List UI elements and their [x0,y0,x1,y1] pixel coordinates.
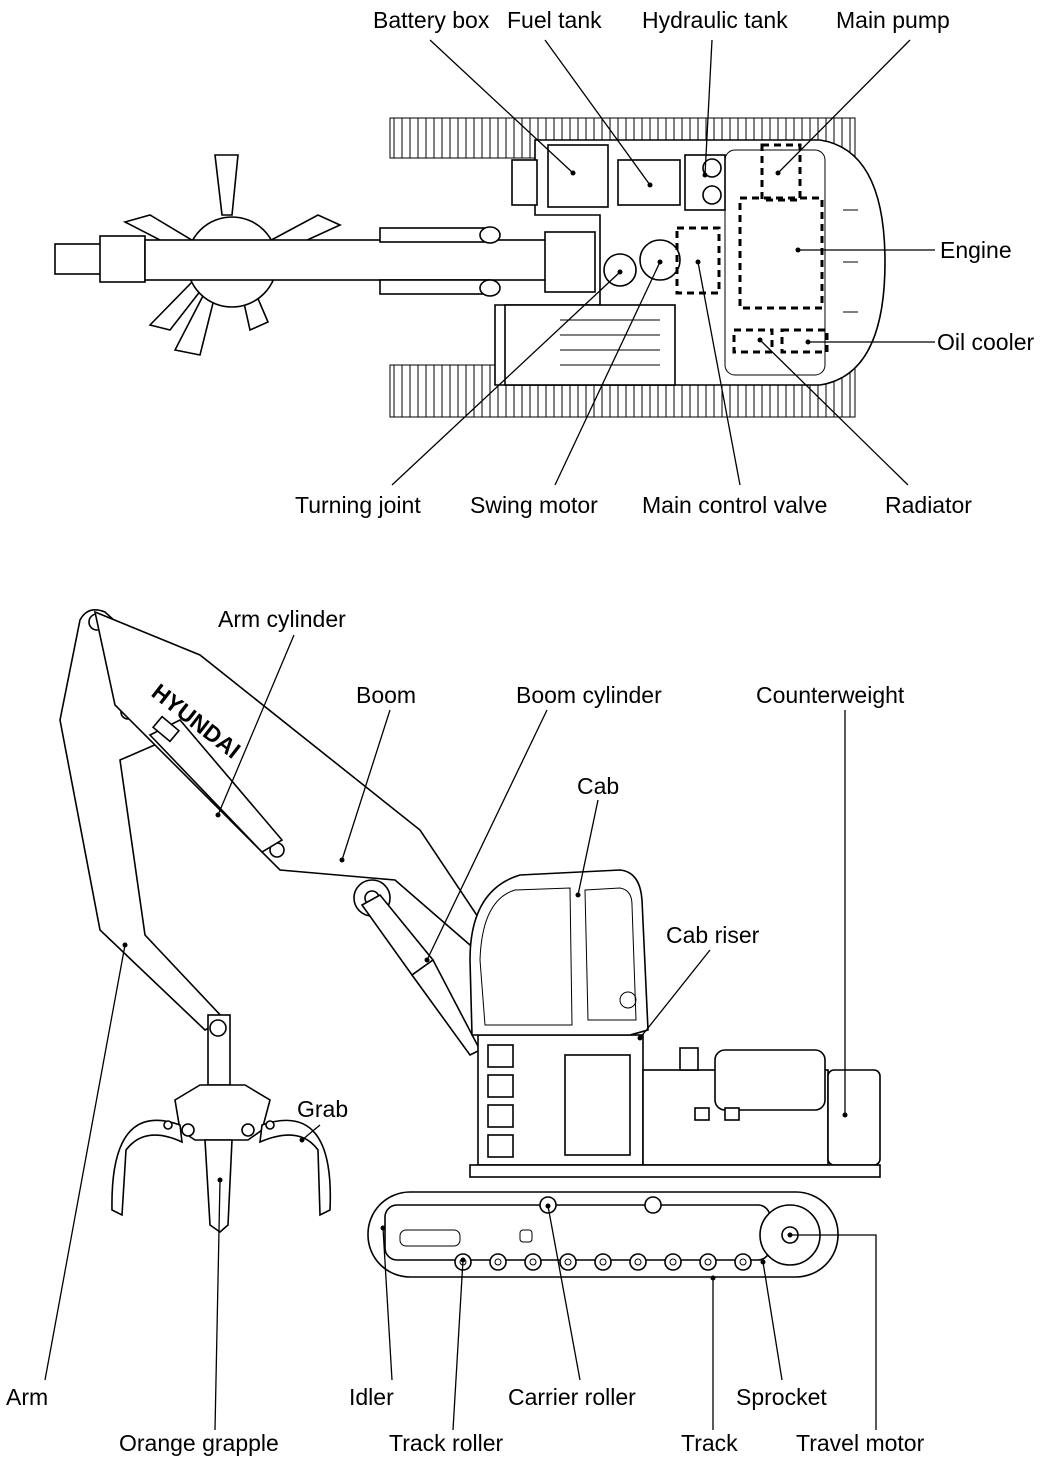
label-travel-motor: Travel motor [796,1430,925,1456]
side-leaders [44,634,877,1431]
label-swing-motor: Swing motor [470,492,598,518]
top-dashed-components [675,143,829,354]
label-fuel-tank: Fuel tank [507,7,602,33]
track-roller-hub [494,1258,502,1266]
track-roller [629,1253,647,1271]
track-roller [699,1253,717,1271]
radiator-box [732,328,774,354]
track-roller [489,1253,507,1271]
label-oil-cooler: Oil cooler [937,329,1034,355]
label-boom-cylinder: Boom cylinder [516,682,662,708]
top-boom [54,226,596,297]
top-leaders [391,39,935,486]
label-turning-joint: Turning joint [295,492,421,518]
label-main-pump: Main pump [836,7,950,33]
track-roller-hub [564,1258,572,1266]
label-boom: Boom [356,682,416,708]
label-orange-grapple: Orange grapple [119,1430,279,1456]
label-track-roller: Track roller [389,1430,503,1456]
label-carrier-roller: Carrier roller [508,1384,636,1410]
label-arm: Arm [6,1384,48,1410]
track-roller [559,1253,577,1271]
side-grapple [111,1014,332,1234]
top-view: Battery box Fuel tank Hydraulic tank Mai… [54,7,1034,518]
label-track: Track [681,1430,738,1456]
track-roller-hub [669,1258,677,1266]
side-boom-cylinder [353,879,482,1057]
top-track-upper [389,117,856,159]
side-boom: HYUNDAI [93,610,481,947]
label-grab: Grab [297,1096,348,1122]
track-roller-hub [529,1258,537,1266]
side-cab [469,869,649,1036]
track-roller [524,1253,542,1271]
label-main-control-valve: Main control valve [642,492,827,518]
label-sprocket: Sprocket [736,1384,827,1410]
label-arm-cylinder: Arm cylinder [218,606,346,632]
label-cab: Cab [577,773,619,799]
top-superstructure [494,139,886,386]
label-battery-box: Battery box [373,7,490,33]
label-hydraulic-tank: Hydraulic tank [642,7,788,33]
side-undercarriage [367,1191,839,1278]
main-control-valve-box [675,226,721,295]
oil-cooler-box [780,328,829,354]
label-engine: Engine [940,237,1012,263]
side-view: HYUNDAI [6,606,925,1456]
label-idler: Idler [349,1384,394,1410]
track-roller-hub [634,1258,642,1266]
label-radiator: Radiator [885,492,972,518]
track-roller [734,1253,752,1271]
label-cab-riser: Cab riser [666,922,760,948]
main-pump-box [760,143,802,202]
track-roller-hub [599,1258,607,1266]
engine-box [738,196,824,310]
label-counterweight: Counterweight [756,682,905,708]
track-roller-hub [704,1258,712,1266]
track-roller [594,1253,612,1271]
side-upper-structure [469,1034,881,1178]
track-roller [664,1253,682,1271]
track-roller-hub [739,1258,747,1266]
side-arm-cylinder [148,715,284,854]
